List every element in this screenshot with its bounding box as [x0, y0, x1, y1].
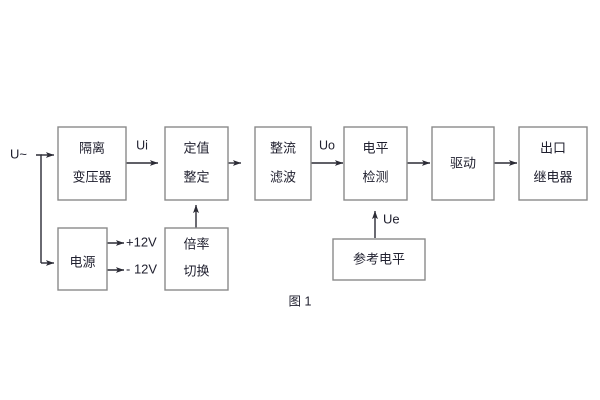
block-rectify-filter-line2: 滤波 [270, 169, 296, 184]
block-multiplier-switch-line1: 倍率 [183, 236, 209, 251]
block-output-relay-line2: 继电器 [533, 169, 572, 184]
block-drive[interactable] [431, 126, 495, 201]
block-multiplier-switch-line2: 切换 [183, 263, 209, 278]
signal-label-uo: Uo [319, 138, 335, 152]
input-split-rail [36, 154, 42, 263]
input-label: U~ [10, 146, 27, 161]
block-isolation-transformer-line2: 变压器 [72, 169, 111, 184]
block-output-relay-line1: 出口 [540, 140, 566, 155]
block-setting-value-line1: 定值 [183, 140, 209, 155]
block-rectify-filter[interactable] [254, 126, 312, 201]
figure-caption: 图 1 [289, 294, 312, 308]
block-reference-level-line1: 参考电平 [353, 251, 405, 266]
block-level-detect[interactable] [343, 126, 408, 201]
block-output-relay[interactable] [518, 126, 588, 201]
block-isolation-transformer-line1: 隔离 [79, 140, 105, 155]
power-rail-positive-label: +12V [126, 234, 157, 249]
signal-label-ue: Ue [383, 211, 400, 226]
block-power-supply[interactable] [57, 227, 108, 291]
block-setting-value[interactable] [164, 126, 229, 201]
block-isolation-transformer[interactable] [57, 126, 127, 201]
block-multiplier-switch[interactable] [164, 227, 229, 291]
block-power-supply-line1: 电源 [69, 254, 95, 269]
block-drive-line1: 驱动 [450, 155, 476, 170]
block-level-detect-line2: 检测 [362, 169, 388, 184]
power-rail-negative-label: - 12V [126, 261, 157, 276]
block-level-detect-line1: 电平 [362, 140, 388, 155]
block-rectify-filter-line1: 整流 [270, 140, 296, 155]
block-setting-value-line2: 整定 [183, 169, 209, 184]
block-reference-level[interactable] [332, 238, 426, 281]
signal-label-ui: Ui [136, 138, 148, 152]
